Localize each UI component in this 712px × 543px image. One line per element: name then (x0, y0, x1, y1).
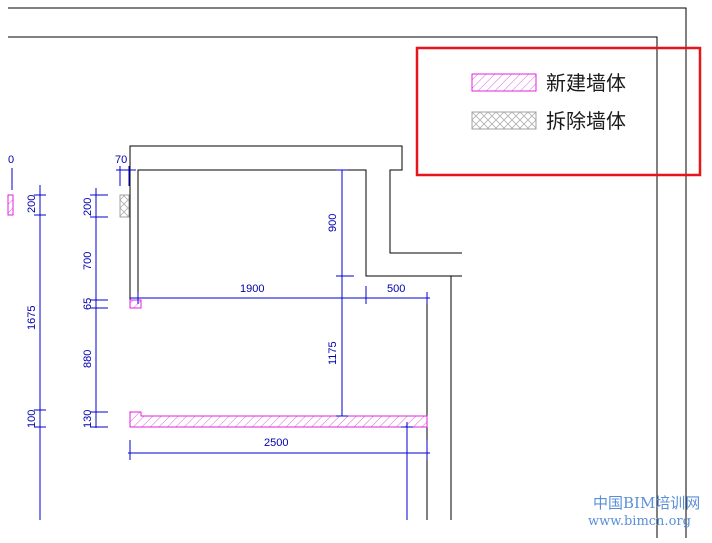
new-wall-long (129, 411, 428, 428)
dim-left-100: 100 (26, 410, 38, 428)
dim-mid-130: 130 (82, 410, 94, 428)
wall-outer (129, 145, 462, 300)
dim-1175: 1175 (327, 341, 339, 365)
dim-left-200: 200 (26, 195, 38, 213)
legend-highlight-box (415, 46, 702, 177)
dim-left-1675: 1675 (26, 306, 38, 330)
new-wall-left-edge (7, 194, 14, 216)
dim-1900: 1900 (240, 283, 264, 295)
new-walls (7, 194, 428, 428)
dim-mid-700: 700 (82, 252, 94, 270)
inner-frame-line (8, 36, 658, 538)
dim-2500: 2500 (264, 437, 288, 449)
outer-frame-line (8, 7, 687, 538)
new-wall-small (129, 299, 142, 309)
dim-900: 900 (327, 214, 339, 232)
legend: 新建墙体 拆除墙体 (415, 46, 702, 177)
dimension-texts: 0 70 200 1675 100 200 700 65 880 130 900… (8, 154, 405, 449)
watermark-line2: www.bimcn.org (588, 514, 691, 529)
dimension-lines (11, 166, 430, 520)
dim-mid-65: 65 (82, 298, 94, 310)
legend-label-new-wall: 新建墙体 (546, 71, 626, 95)
dim-70: 70 (115, 154, 127, 166)
wall-inner (137, 169, 462, 300)
walls (129, 145, 462, 520)
dim-mid-200: 200 (82, 198, 94, 216)
demolished-wall-segment (119, 194, 130, 218)
dim-top-left: 0 (8, 154, 14, 166)
legend-swatch-demolished-wall (471, 111, 537, 130)
watermark: 中国BIM培训网 www.bimcn.org (588, 494, 700, 529)
wall-right-vertical-b (450, 275, 462, 520)
outer-frames (8, 7, 687, 538)
legend-label-demolished-wall: 拆除墙体 (546, 109, 626, 133)
dim-mid-880: 880 (82, 350, 94, 368)
legend-swatch-new-wall (471, 73, 537, 92)
watermark-line1: 中国BIM培训网 (593, 494, 700, 512)
dim-500: 500 (387, 283, 405, 295)
